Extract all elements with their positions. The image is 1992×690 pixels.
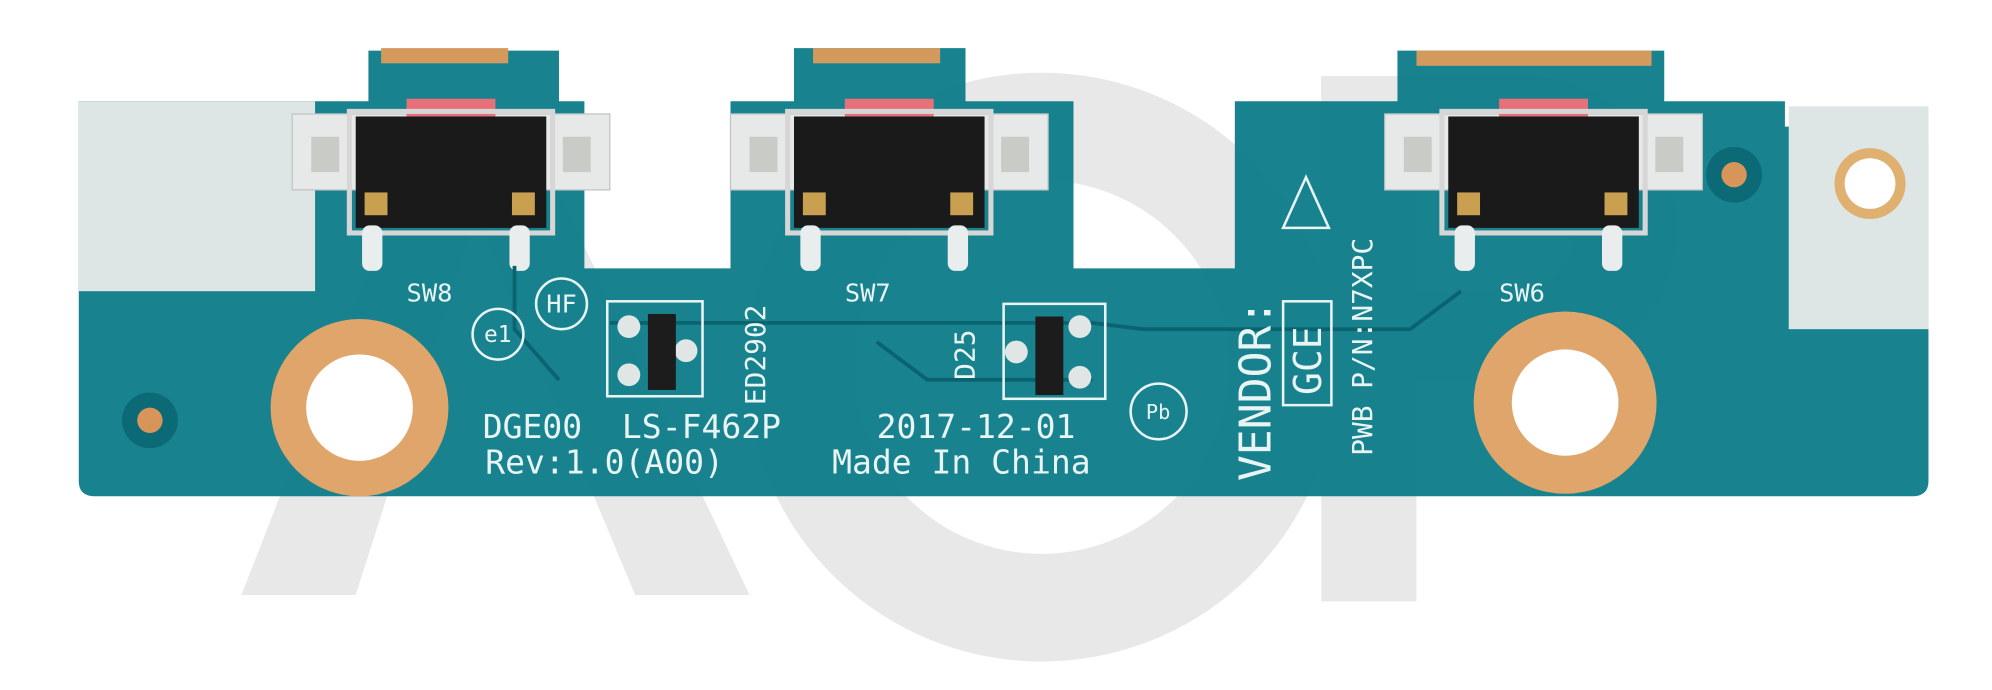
switch-label: SW7: [845, 277, 891, 307]
hf-circle: [534, 277, 589, 331]
pwb-line: PWB P/N:N7XPC: [1346, 238, 1379, 456]
diode-ed2902: [605, 300, 704, 398]
via-pad-left: [121, 392, 178, 449]
pb-free-mark-circle: [1129, 382, 1188, 441]
switch-sw7[interactable]: SW7: [729, 98, 1049, 308]
diode-d25: [1002, 302, 1107, 401]
screw-hole-right: [1834, 148, 1906, 220]
rev-line: Rev:1.0(A00): [485, 443, 724, 482]
model-line: DGE00 LS-F462P: [483, 407, 781, 446]
via-pad-right: [1706, 146, 1763, 203]
e1-circle: [471, 307, 525, 361]
origin-line: Made In China: [832, 443, 1090, 482]
switch-sw8[interactable]: SW8: [291, 98, 611, 308]
date-line: 2017-12-01: [877, 407, 1076, 446]
pb-free-mark: Pb: [1146, 400, 1170, 424]
e1-mark: e1: [484, 322, 512, 348]
switch-sw6[interactable]: SW6: [1384, 98, 1703, 308]
vendor-box: [1281, 300, 1333, 407]
vendor-label: VENDOR:: [1231, 300, 1281, 481]
vendor-code: GCE: [1286, 326, 1330, 395]
ground-pad-right: [1788, 106, 1929, 330]
ground-pad-left: [78, 101, 316, 292]
warning-triangle-icon: [1281, 174, 1331, 230]
mounting-hole-left: [270, 319, 449, 497]
hf-mark: HF: [546, 289, 577, 319]
ref-d25: D25: [948, 330, 981, 380]
ref-ed2902: ED2902: [739, 305, 772, 406]
edge-contacts: [381, 48, 1652, 66]
switch-label: SW8: [407, 277, 453, 307]
mounting-hole-right: [1473, 311, 1657, 494]
switch-label: SW6: [1499, 277, 1545, 307]
